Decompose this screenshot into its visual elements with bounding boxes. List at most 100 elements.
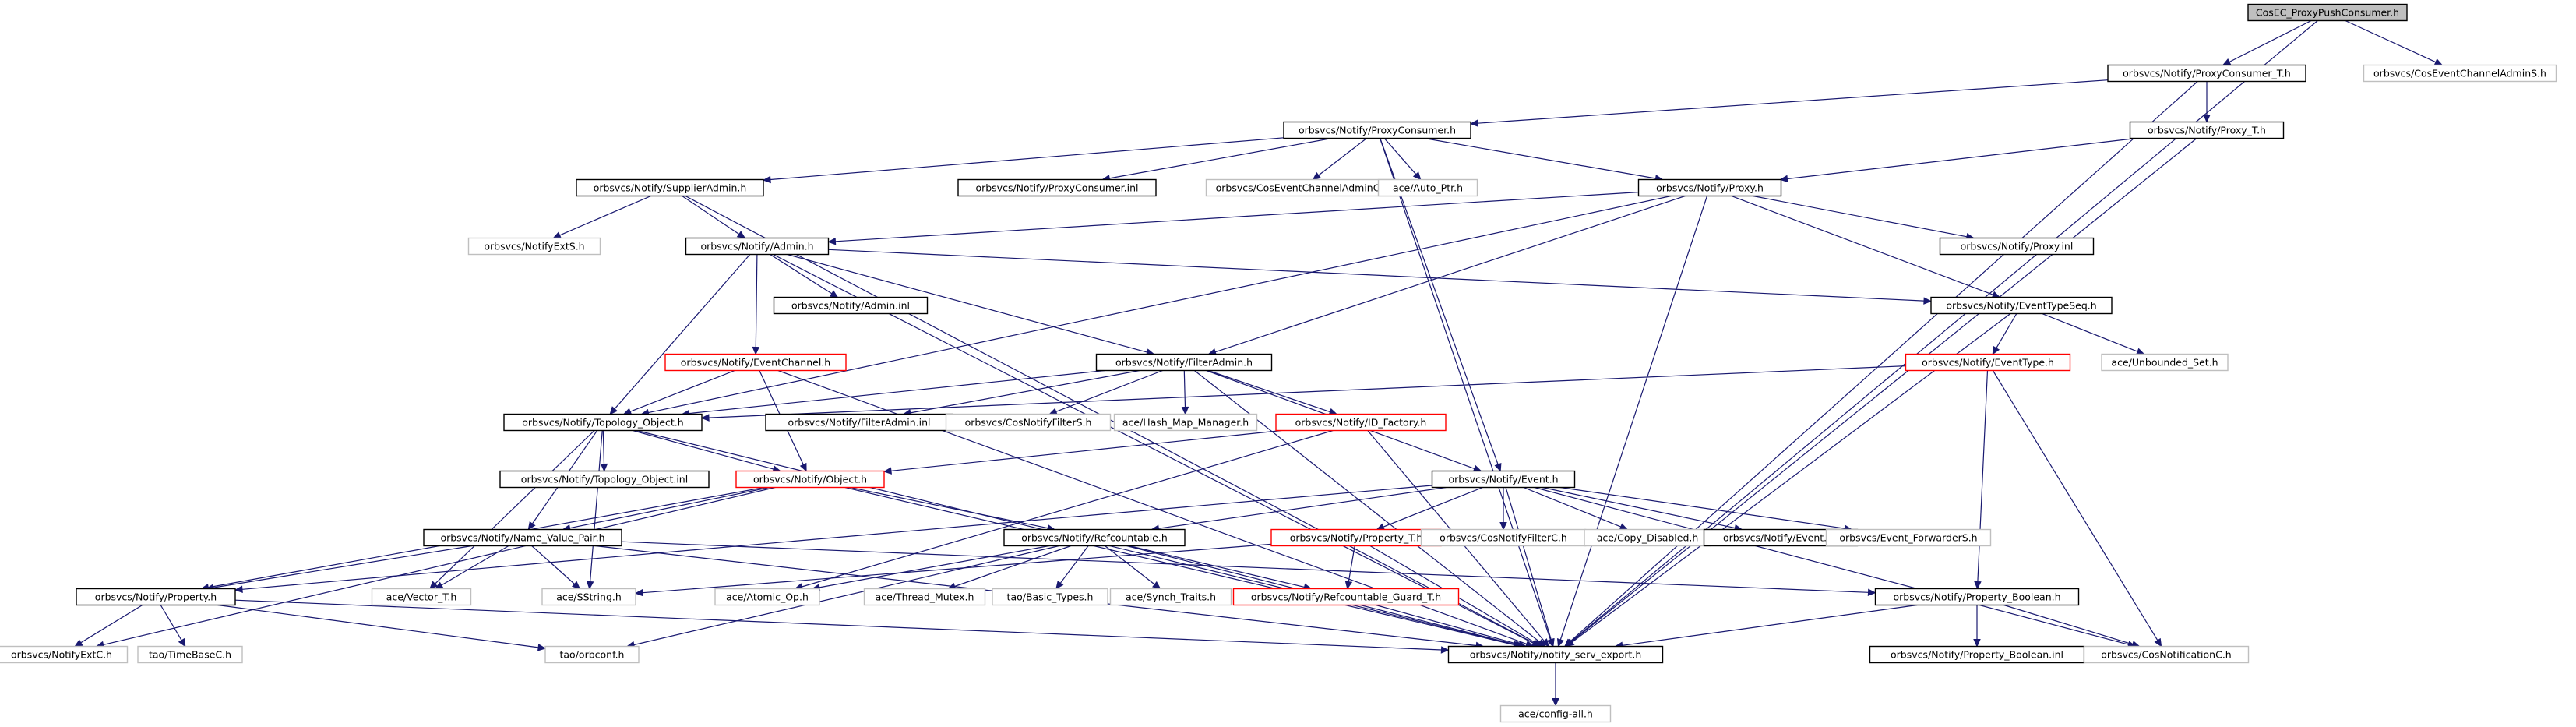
- node-eventtypeseq[interactable]: orbsvcs/Notify/EventTypeSeq.h: [1930, 296, 2113, 315]
- node-object[interactable]: orbsvcs/Notify/Object.h: [735, 470, 885, 489]
- node-sstring[interactable]: ace/SString.h: [541, 588, 636, 606]
- edge-event-to-cosnotificationc: [1534, 486, 2137, 648]
- edge-topology-object-to-sstring: [586, 430, 603, 590]
- node-admin[interactable]: orbsvcs/Notify/Admin.h: [685, 237, 830, 256]
- edge-object-to-name-value-pair: [562, 486, 770, 532]
- node-label: orbsvcs/Notify/ProxyConsumer.h: [1299, 125, 1456, 136]
- node-topology-object[interactable]: orbsvcs/Notify/Topology_Object.h: [503, 413, 703, 432]
- node-box: [1232, 588, 1460, 606]
- edge-topology-object-to-object: [633, 429, 781, 473]
- node-filteradmin-inl[interactable]: orbsvcs/Notify/FilterAdmin.inl: [765, 413, 953, 432]
- node-config-all[interactable]: ace/config-all.h: [1499, 704, 1612, 723]
- node-thread-mutex[interactable]: ace/Thread_Mutex.h: [863, 588, 986, 606]
- node-label: orbsvcs/Notify/ProxyConsumer.inl: [975, 182, 1138, 194]
- node-ceca-s[interactable]: orbsvcs/CosEventChannelAdminS.h: [2363, 64, 2557, 83]
- edge-object-to-notifyextc: [95, 486, 776, 648]
- node-proxy-t[interactable]: orbsvcs/Notify/Proxy_T.h: [2129, 121, 2285, 139]
- header-file-nodes: CosEC_ProxyPushConsumer.horbsvcs/Notify/…: [0, 3, 2557, 723]
- node-proxyconsumer-inl[interactable]: orbsvcs/Notify/ProxyConsumer.inl: [957, 178, 1157, 197]
- node-name-value-pair[interactable]: orbsvcs/Notify/Name_Value_Pair.h: [423, 528, 622, 547]
- node-box: [1499, 704, 1612, 723]
- edge-property-t-to-sstring: [634, 543, 1272, 597]
- edge-proxy-t-to-notify-serv-export: [1565, 138, 2197, 648]
- edge-supplieradmin-to-notifyexts: [552, 195, 651, 239]
- node-cosnotificationc[interactable]: orbsvcs/CosNotificationC.h: [2083, 645, 2250, 664]
- node-hash-map-manager[interactable]: ace/Hash_Map_Manager.h: [1113, 413, 1258, 432]
- node-box: [1431, 470, 1576, 489]
- node-filteradmin[interactable]: orbsvcs/Notify/FilterAdmin.h: [1095, 353, 1273, 372]
- node-box: [685, 237, 830, 256]
- node-orbconf[interactable]: tao/orbconf.h: [544, 645, 640, 664]
- node-proxyconsumer[interactable]: orbsvcs/Notify/ProxyConsumer.h: [1283, 121, 1471, 139]
- node-label: orbsvcs/Notify/Property_Boolean.inl: [1891, 649, 2063, 661]
- node-label: orbsvcs/Notify/Admin.h: [700, 241, 813, 252]
- node-notify-serv-export[interactable]: orbsvcs/Notify/notify_serv_export.h: [1447, 645, 1664, 664]
- node-box: [1874, 588, 2080, 606]
- node-label: orbsvcs/NotifyExtS.h: [484, 241, 584, 252]
- edge-event-to-copy-disabled: [1523, 486, 1629, 531]
- node-atomic-op[interactable]: ace/Atomic_Op.h: [714, 588, 820, 606]
- node-label: orbsvcs/CosEventChannelAdminC.h: [1216, 182, 1390, 194]
- node-label: tao/Basic_Types.h: [1007, 591, 1094, 603]
- edge-filteradmin-to-id-factory: [1207, 369, 1338, 415]
- edge-proxyconsumer-to-proxyconsumer-inl: [1101, 137, 1332, 182]
- node-event-forwarders[interactable]: orbsvcs/Event_ForwarderS.h: [1825, 528, 1992, 547]
- node-box: [467, 237, 601, 256]
- node-unbounded-set[interactable]: ace/Unbounded_Set.h: [2101, 353, 2229, 372]
- node-label: orbsvcs/Notify/Event.inl: [1723, 532, 1838, 544]
- node-box: [863, 588, 986, 606]
- edge-filteradmin-to-hash-map-manager: [1181, 370, 1189, 415]
- edge-filteradmin-to-cosnotifyfilters: [1048, 369, 1163, 415]
- node-label: orbsvcs/Notify/EventChannel.h: [681, 357, 830, 369]
- edge-eventtype-to-property-boolean: [1974, 370, 1989, 590]
- node-box: [714, 588, 820, 606]
- node-admin-inl[interactable]: orbsvcs/Notify/Admin.inl: [773, 296, 929, 315]
- node-proxy-inl[interactable]: orbsvcs/Notify/Proxy.inl: [1939, 237, 2095, 256]
- node-box: [423, 528, 622, 547]
- node-box: [1275, 413, 1447, 432]
- node-label: ace/SString.h: [556, 591, 622, 603]
- node-property-boolean[interactable]: orbsvcs/Notify/Property_Boolean.h: [1874, 588, 2080, 606]
- node-proxy[interactable]: orbsvcs/Notify/Proxy.h: [1637, 178, 1782, 197]
- edge-event-to-refcountable: [1151, 486, 1447, 532]
- node-box: [2363, 64, 2557, 83]
- node-cosnotifyfilterc[interactable]: orbsvcs/CosNotifyFilterC.h: [1420, 528, 1587, 547]
- edge-eventtypeseq-to-eventtype: [1992, 313, 2017, 355]
- node-copy-disabled[interactable]: ace/Copy_Disabled.h: [1584, 528, 1711, 547]
- node-property[interactable]: orbsvcs/Notify/Property.h: [76, 588, 236, 606]
- node-supplieradmin[interactable]: orbsvcs/Notify/SupplierAdmin.h: [576, 178, 764, 197]
- node-vector-t[interactable]: ace/Vector_T.h: [371, 588, 472, 606]
- node-notifyextc[interactable]: orbsvcs/NotifyExtC.h: [0, 645, 129, 664]
- node-label: orbsvcs/Notify/Topology_Object.inl: [521, 474, 688, 485]
- edge-refcountable-to-synch-traits: [1105, 545, 1161, 590]
- node-event-inl[interactable]: orbsvcs/Notify/Event.inl: [1703, 528, 1859, 547]
- node-property-t[interactable]: orbsvcs/Notify/Property_T.h: [1270, 528, 1442, 547]
- node-ceca-c[interactable]: orbsvcs/CosEventChannelAdminC.h: [1205, 178, 1400, 197]
- node-label: orbsvcs/Notify/FilterAdmin.h: [1115, 357, 1253, 369]
- edge-property-to-timebasec: [160, 605, 186, 648]
- node-box: [1939, 237, 2095, 256]
- edge-property-boolean-to-cosnotificationc: [2003, 604, 2141, 648]
- edge-id-factory-to-atomic-op: [794, 429, 1334, 591]
- node-synch-traits[interactable]: ace/Synch_Traits.h: [1109, 588, 1232, 606]
- node-event[interactable]: orbsvcs/Notify/Event.h: [1431, 470, 1576, 489]
- node-auto-ptr[interactable]: ace/Auto_Ptr.h: [1377, 178, 1478, 197]
- node-box: [544, 645, 640, 664]
- node-proxyconsumer-t[interactable]: orbsvcs/Notify/ProxyConsumer_T.h: [2107, 64, 2306, 83]
- node-cosnotifyfilters[interactable]: orbsvcs/CosNotifyFilterS.h: [945, 413, 1112, 432]
- edge-admin-to-eventtypeseq: [828, 249, 1933, 305]
- node-refcountable-guard-t[interactable]: orbsvcs/Notify/Refcountable_Guard_T.h: [1232, 588, 1460, 606]
- node-box: [1283, 121, 1471, 139]
- node-box: [503, 413, 703, 432]
- node-timebasec[interactable]: tao/TimeBaseC.h: [137, 645, 243, 664]
- node-notifyexts[interactable]: orbsvcs/NotifyExtS.h: [467, 237, 601, 256]
- node-id-factory[interactable]: orbsvcs/Notify/ID_Factory.h: [1275, 413, 1447, 432]
- node-eventtype[interactable]: orbsvcs/Notify/EventType.h: [1905, 353, 2071, 372]
- node-topology-object-inl[interactable]: orbsvcs/Notify/Topology_Object.inl: [499, 470, 710, 489]
- node-label: orbsvcs/NotifyExtC.h: [11, 649, 112, 661]
- node-label: orbsvcs/Notify/Refcountable.h: [1021, 532, 1168, 544]
- node-property-boolean-inl[interactable]: orbsvcs/Notify/Property_Boolean.inl: [1869, 645, 2085, 664]
- node-eventchannel[interactable]: orbsvcs/Notify/EventChannel.h: [664, 353, 847, 372]
- node-basic-types[interactable]: tao/Basic_Types.h: [992, 588, 1108, 606]
- node-refcountable[interactable]: orbsvcs/Notify/Refcountable.h: [1003, 528, 1186, 547]
